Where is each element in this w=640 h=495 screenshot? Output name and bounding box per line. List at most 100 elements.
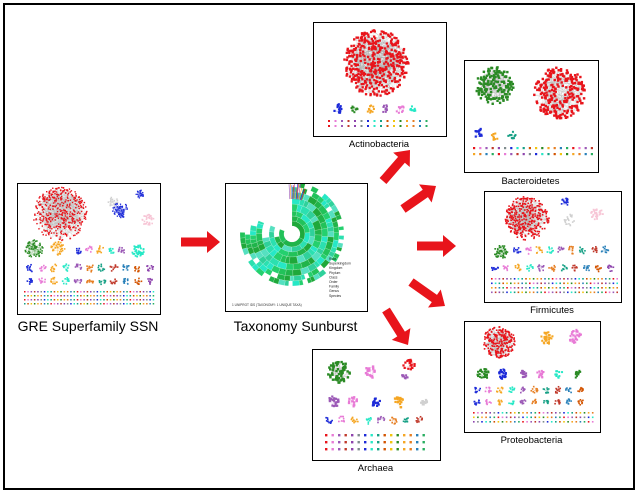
small-cluster <box>109 264 119 272</box>
legend-item: Class <box>329 275 338 279</box>
proteobacteria-network-panel <box>464 321 601 433</box>
small-cluster <box>402 417 409 423</box>
small-cluster <box>74 263 83 270</box>
ssn-network-image <box>24 186 155 305</box>
singleton-nodes <box>491 278 618 294</box>
small-cluster <box>542 387 550 394</box>
small-cluster <box>565 398 572 405</box>
small-cluster <box>147 277 153 285</box>
red-cluster <box>402 358 416 371</box>
grey-cluster <box>563 213 575 227</box>
pink-cluster <box>364 365 376 379</box>
small-cluster <box>365 417 372 425</box>
small-cluster <box>607 264 615 273</box>
small-cluster <box>50 263 58 273</box>
green-cluster <box>475 66 515 105</box>
small-cluster <box>577 398 584 406</box>
small-cluster <box>98 279 107 286</box>
cyan-cluster <box>554 370 564 379</box>
sunburst-chart: RootSuperkingdomKingdomPhylumClassOrderF… <box>232 184 351 307</box>
small-cluster <box>560 264 568 272</box>
orange-cluster <box>366 104 375 114</box>
small-cluster <box>377 415 386 424</box>
small-cluster <box>108 247 115 254</box>
small-cluster <box>546 246 554 254</box>
small-cluster <box>485 399 492 406</box>
blue-cluster <box>112 203 128 219</box>
small-cluster <box>591 245 598 254</box>
small-cluster <box>50 276 58 285</box>
orange-cluster <box>490 132 499 141</box>
legend-item: Family <box>329 285 339 289</box>
small-cluster <box>325 416 333 424</box>
cyan-cluster <box>131 244 145 258</box>
small-cluster <box>600 245 610 254</box>
purple-cluster <box>520 369 528 379</box>
small-cluster <box>514 263 522 272</box>
small-cluster <box>519 399 527 405</box>
small-cluster <box>39 264 47 272</box>
proteobacteria-caption: Proteobacteria <box>500 435 563 446</box>
singleton-nodes <box>24 291 155 305</box>
small-cluster <box>97 263 106 272</box>
legend-item: Kingdom <box>329 266 343 270</box>
firmicutes-network-panel <box>484 191 622 303</box>
small-cluster <box>537 264 545 272</box>
actinobacteria-network-panel <box>313 22 447 137</box>
small-cluster <box>338 415 345 423</box>
firmicutes-network-image <box>490 196 618 294</box>
purple-cluster <box>382 104 388 113</box>
pink-cluster <box>536 369 545 379</box>
blue-cluster <box>371 397 381 407</box>
small-cluster <box>415 415 423 424</box>
pink-cluster <box>590 208 604 221</box>
small-cluster <box>548 264 556 272</box>
proteobacteria-network-image <box>473 326 594 423</box>
blue-cluster <box>135 189 145 199</box>
singleton-nodes <box>473 412 594 423</box>
small-cluster <box>543 399 550 405</box>
small-cluster <box>531 398 537 405</box>
green-cluster <box>350 105 359 114</box>
small-cluster <box>530 385 539 394</box>
pink-cluster <box>347 396 358 408</box>
green-cluster <box>494 245 509 259</box>
legend-item: Root <box>329 257 336 261</box>
sunburst-caption: Taxonomy Sunburst <box>233 318 358 334</box>
teal-cluster <box>507 130 517 140</box>
ssn-network-panel <box>17 183 161 315</box>
bacteroidetes-network-panel <box>464 60 599 173</box>
small-cluster <box>73 278 83 284</box>
small-cluster <box>526 264 534 272</box>
orange-cluster <box>540 331 554 345</box>
green-cluster <box>24 239 44 258</box>
orange-cluster <box>50 240 66 256</box>
small-cluster <box>502 265 509 272</box>
archaea-caption: Archaea <box>357 463 394 474</box>
small-cluster <box>554 399 561 405</box>
firmicutes-caption: Firmicutes <box>530 305 574 316</box>
small-cluster <box>525 246 532 255</box>
large-red-cluster <box>533 66 586 120</box>
actinobacteria-network-image <box>328 29 428 127</box>
blue-cluster <box>474 127 483 138</box>
green-cluster <box>476 368 490 379</box>
small-cluster <box>594 265 602 273</box>
small-cluster <box>86 279 95 284</box>
small-cluster <box>565 387 572 394</box>
small-cluster <box>85 245 93 253</box>
small-cluster <box>508 386 516 393</box>
grey-cluster <box>107 196 119 208</box>
small-cluster <box>96 245 104 254</box>
small-cluster <box>117 246 125 254</box>
legend-item: Superkingdom <box>329 262 351 266</box>
small-cluster <box>146 265 155 272</box>
sunburst-footer: 1 UNIPROT IDS (TAXONOMY: 1 UNIQUE TAXA) <box>232 303 302 307</box>
archaea-network-panel <box>312 349 441 461</box>
grey-cluster <box>420 398 429 406</box>
legend-item: Species <box>329 294 341 298</box>
pink-cluster <box>141 213 155 226</box>
small-cluster <box>577 386 584 393</box>
small-cluster <box>535 246 544 254</box>
